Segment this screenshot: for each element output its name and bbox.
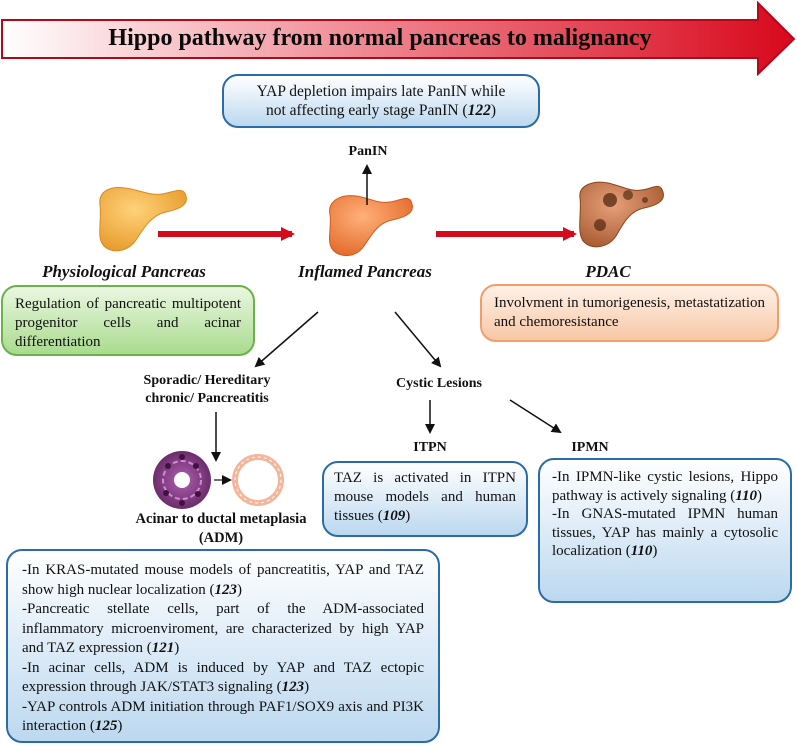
- itpn-box: TAZ is activated in ITPN mouse models an…: [322, 461, 528, 537]
- arrow-to-pancreatitis: [254, 311, 319, 368]
- itpn-label: ITPN: [413, 440, 447, 455]
- pdac-function-box: Involvment in tumorigenesis, metastatiza…: [480, 284, 779, 342]
- ipmn-item-2: -In GNAS-mutated IPMN human tissues, YAP…: [552, 505, 778, 561]
- adm-item-4: -YAP controls ADM initiation through PAF…: [22, 698, 424, 737]
- ipmn-label: IPMN: [571, 440, 609, 455]
- adm-item-4-close: ): [117, 718, 123, 734]
- adm-item-2-close: ): [174, 640, 180, 656]
- itpn-text: TAZ is activated in ITPN mouse models an…: [334, 470, 516, 524]
- acinus-illustration: [153, 451, 211, 509]
- inflamed-pancreas-illustration: [329, 195, 413, 256]
- reference-125: 125: [94, 718, 118, 734]
- page-title: Hippo pathway from normal pancreas to ma…: [108, 25, 652, 51]
- reference-110: 110: [735, 487, 757, 504]
- adm-label: Acinar to ductal metaplasia (ADM): [96, 510, 346, 548]
- ipmn-box: -In IPMN-like cystic lesions, Hippo path…: [538, 458, 792, 603]
- adm-item-3-close: ): [304, 679, 310, 695]
- yap-note-text: not affecting early stage PanIN (: [266, 102, 468, 119]
- ipmn-item-2-text: -In GNAS-mutated IPMN human tissues, YAP…: [552, 506, 778, 559]
- duct-illustration: [232, 454, 284, 506]
- reference-121: 121: [151, 640, 175, 656]
- physiological-pancreas-illustration: [99, 187, 187, 252]
- adm-item-1-close: ): [236, 581, 242, 598]
- yap-note-close: ): [490, 102, 496, 119]
- yap-panin-note: YAP depletion impairs late PanIN while n…: [222, 74, 540, 128]
- adm-item-3: -In acinar cells, ADM is induced by YAP …: [22, 659, 424, 698]
- ipmn-item-1: -In IPMN-like cystic lesions, Hippo path…: [552, 468, 778, 505]
- reference-109: 109: [382, 508, 406, 524]
- physiological-function-box: Regulation of pancreatic multipotent pro…: [1, 285, 255, 356]
- adm-label-line1: Acinar to ductal metaplasia: [135, 511, 307, 527]
- title-banner-arrow: [1, 0, 796, 76]
- adm-item-1-text: -In KRAS-mutated mouse models of pancrea…: [22, 562, 424, 598]
- adm-label-line2: (ADM): [198, 530, 244, 546]
- pancreatitis-label: Sporadic/ Hereditary chronic/ Pancreatit…: [102, 372, 312, 408]
- ipmn-item-1-close: ): [756, 487, 762, 504]
- adm-item-4-text: -YAP controls ADM initiation through PAF…: [22, 698, 424, 735]
- adm-findings-box: -In KRAS-mutated mouse models of pancrea…: [6, 549, 440, 743]
- adm-item-2: -Pancreatic stellate cells, part of the …: [22, 600, 424, 659]
- adm-item-3-text: -In acinar cells, ADM is induced by YAP …: [22, 659, 424, 696]
- adm-item-1: -In KRAS-mutated mouse models of pancrea…: [22, 561, 424, 600]
- pdac-pancreas-illustration: [579, 181, 664, 248]
- pancreatitis-label-line2: chronic/ Pancreatitis: [145, 391, 269, 406]
- physiological-pancreas-label: Physiological Pancreas: [42, 262, 206, 281]
- ipmn-item-2-close: ): [652, 543, 658, 559]
- inflamed-pancreas-label: Inflamed Pancreas: [298, 262, 432, 281]
- reference-123: 123: [214, 581, 237, 598]
- yap-note-line1: YAP depletion impairs late PanIN while: [256, 83, 506, 100]
- cystic-lesions-label: Cystic Lesions: [396, 376, 482, 391]
- yap-note-line2: not affecting early stage PanIN (122): [234, 101, 528, 120]
- pdac-label: PDAC: [585, 262, 631, 281]
- reference-110: 110: [630, 543, 653, 559]
- reference-122: 122: [467, 102, 491, 119]
- panin-label: PanIN: [348, 144, 388, 159]
- reference-123: 123: [281, 679, 305, 695]
- arrow-to-ipmn: [509, 399, 562, 434]
- itpn-close: ): [405, 508, 411, 524]
- ipmn-item-1-text: -In IPMN-like cystic lesions, Hippo path…: [552, 469, 778, 504]
- pancreatitis-label-line1: Sporadic/ Hereditary: [143, 373, 271, 388]
- adm-item-2-text: -Pancreatic stellate cells, part of the …: [22, 601, 424, 656]
- arrow-to-cystic-lesions: [394, 311, 442, 368]
